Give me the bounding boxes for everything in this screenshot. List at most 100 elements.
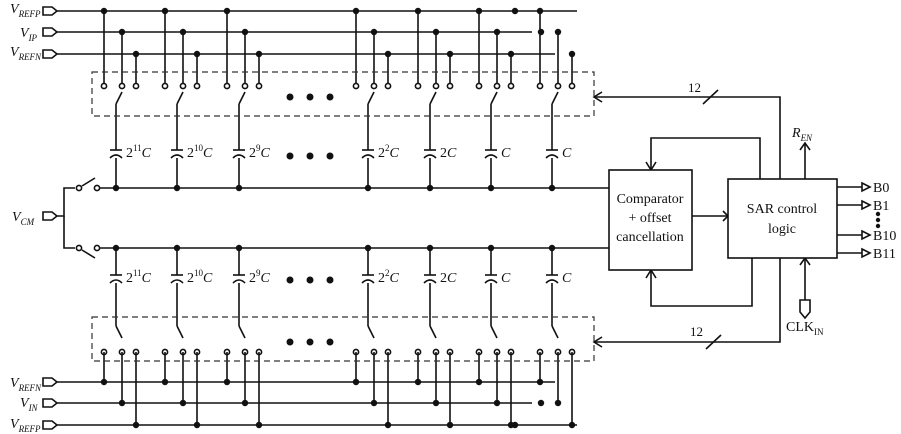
junction-dot	[536, 378, 544, 386]
junction-dot	[100, 378, 108, 386]
capacitor-label: 210C	[187, 268, 213, 286]
cap-plate-curved	[109, 154, 123, 159]
cap-plate-curved	[361, 279, 375, 284]
bottom-switch	[115, 325, 123, 339]
junction-dot	[384, 421, 392, 429]
ellipsis-dot	[286, 276, 294, 284]
junction-dot	[493, 399, 501, 407]
junction-dot	[446, 50, 454, 58]
junction-dot	[554, 28, 562, 36]
output-b10: B10	[873, 229, 896, 244]
arrow	[592, 336, 603, 348]
switch-contact	[118, 82, 126, 90]
junction-dot	[223, 7, 231, 15]
junction-dot	[493, 28, 501, 36]
bottom-switch	[367, 325, 375, 339]
ellipsis-dot	[286, 152, 294, 160]
cap-plate-curved	[232, 154, 246, 159]
ren-label: REN	[791, 126, 813, 143]
cap-plate-curved	[423, 154, 437, 159]
junction-dot	[255, 421, 263, 429]
capacitor-label: C	[501, 146, 511, 161]
sar-logic-block	[727, 178, 838, 259]
cap-plate-curved	[423, 279, 437, 284]
junction-dot	[414, 7, 422, 15]
junction-dot	[179, 399, 187, 407]
junction-dot	[511, 7, 519, 15]
switch-contact	[446, 82, 454, 90]
capacitor-label: 22C	[378, 143, 400, 161]
cap-plate-curved	[232, 279, 246, 284]
output-arrow	[861, 247, 872, 259]
vrefp-top-label: VREFP	[10, 2, 41, 19]
output-arrow	[861, 199, 872, 211]
input-port	[42, 420, 59, 430]
vrefp-bottom-label: VREFP	[10, 417, 41, 434]
junction-dot	[364, 244, 372, 252]
output-b0: B0	[873, 181, 889, 196]
junction-dot	[537, 28, 545, 36]
sar-label-1: SAR control	[747, 202, 818, 217]
arrow	[592, 91, 603, 103]
vcm-wire	[57, 187, 75, 217]
input-port	[42, 49, 59, 59]
switch-contact	[223, 82, 231, 90]
switch-contact	[179, 82, 187, 90]
arrow	[799, 141, 811, 151]
cap-plate-curved	[545, 279, 559, 284]
junction-dot	[118, 28, 126, 36]
junction-dot	[112, 244, 120, 252]
cap-plate-curved	[484, 154, 498, 159]
junction-dot	[548, 184, 556, 192]
ellipsis-dot	[286, 338, 294, 346]
junction-dot	[511, 421, 519, 429]
bottom-switch-array	[91, 316, 595, 362]
comparator-label-1: Comparator	[617, 192, 684, 207]
vrefn-bottom-label: VREFN	[10, 376, 42, 393]
junction-dot	[161, 378, 169, 386]
wiring	[42, 6, 872, 430]
switch-contact	[75, 244, 83, 252]
output-ellipsis-dot	[875, 217, 881, 223]
junction-dots	[100, 7, 576, 429]
capacitor-label: C	[562, 146, 572, 161]
junction-dot	[414, 378, 422, 386]
junction-dot	[370, 28, 378, 36]
switch-contact	[93, 244, 101, 252]
output-arrow	[861, 181, 872, 193]
sar-label-2: logic	[768, 222, 796, 237]
switch-contact	[75, 184, 83, 192]
output-b1: B1	[873, 199, 889, 214]
switch-contact	[432, 82, 440, 90]
cap-plate-curved	[361, 154, 375, 159]
vcm-label: VCM	[12, 210, 35, 227]
cap-plate-curved	[109, 279, 123, 284]
junction-dot	[475, 7, 483, 15]
capacitor-label: 210C	[187, 143, 213, 161]
cap-plate-curved	[170, 279, 184, 284]
input-port	[42, 377, 59, 387]
feedback-top	[650, 137, 761, 179]
capacitor-label: C	[562, 271, 572, 286]
switch-contact	[536, 82, 544, 90]
junction-dot	[568, 421, 576, 429]
junction-dot	[370, 399, 378, 407]
bottom-switch	[551, 325, 559, 339]
switch-contact	[384, 82, 392, 90]
vcm-wire	[63, 216, 75, 249]
bottom-switch	[176, 325, 184, 339]
vip-label: VIP	[20, 26, 38, 43]
junction-dot	[487, 244, 495, 252]
switch-contact	[507, 82, 515, 90]
junction-dot	[475, 378, 483, 386]
ellipsis-dot	[306, 338, 314, 346]
ellipsis-dot	[286, 93, 294, 101]
clk-label: CLKIN	[786, 320, 824, 337]
junction-dot	[112, 184, 120, 192]
ellipsis-dot	[306, 93, 314, 101]
comparator-label-3: cancellation	[616, 230, 684, 245]
junction-dot	[364, 184, 372, 192]
ellipsis-dot	[326, 93, 334, 101]
bottom-switch	[238, 325, 246, 339]
cap-plate-curved	[484, 279, 498, 284]
